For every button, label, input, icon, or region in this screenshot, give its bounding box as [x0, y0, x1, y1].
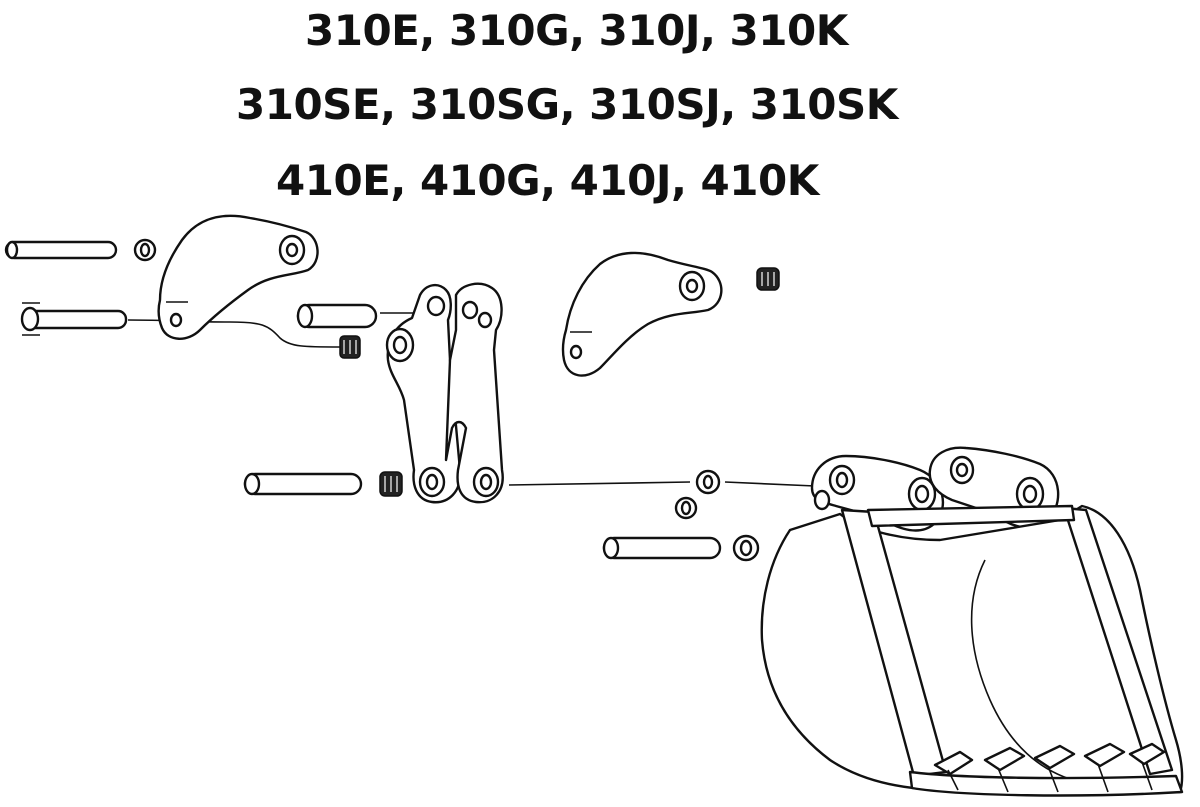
pin-center-short	[296, 303, 378, 329]
h-link-assembly	[385, 282, 504, 504]
curved-link-left	[157, 214, 319, 340]
model-list-line-2: 310SE, 310SG, 310SJ, 310SK	[236, 80, 898, 129]
bushing-top-left	[133, 238, 157, 262]
nut-lower-left	[379, 471, 403, 497]
bushing-lower-right	[732, 534, 760, 562]
pin-lower-right	[602, 536, 722, 560]
bucket-teeth	[933, 742, 1166, 793]
pin-top-left	[4, 240, 118, 260]
nut-top-right	[756, 267, 780, 291]
pin-lower-left	[243, 472, 363, 496]
model-list-line-3: 410E, 410G, 410J, 410K	[276, 156, 819, 205]
pin-with-bolt-left	[20, 302, 128, 336]
bushing-right-middle	[674, 496, 698, 520]
nut-center	[339, 335, 361, 359]
model-list-line-1: 310E, 310G, 310J, 310K	[305, 6, 848, 55]
curved-link-right	[561, 251, 723, 377]
excavator-bucket	[760, 446, 1184, 797]
bushing-right-upper	[695, 469, 721, 495]
